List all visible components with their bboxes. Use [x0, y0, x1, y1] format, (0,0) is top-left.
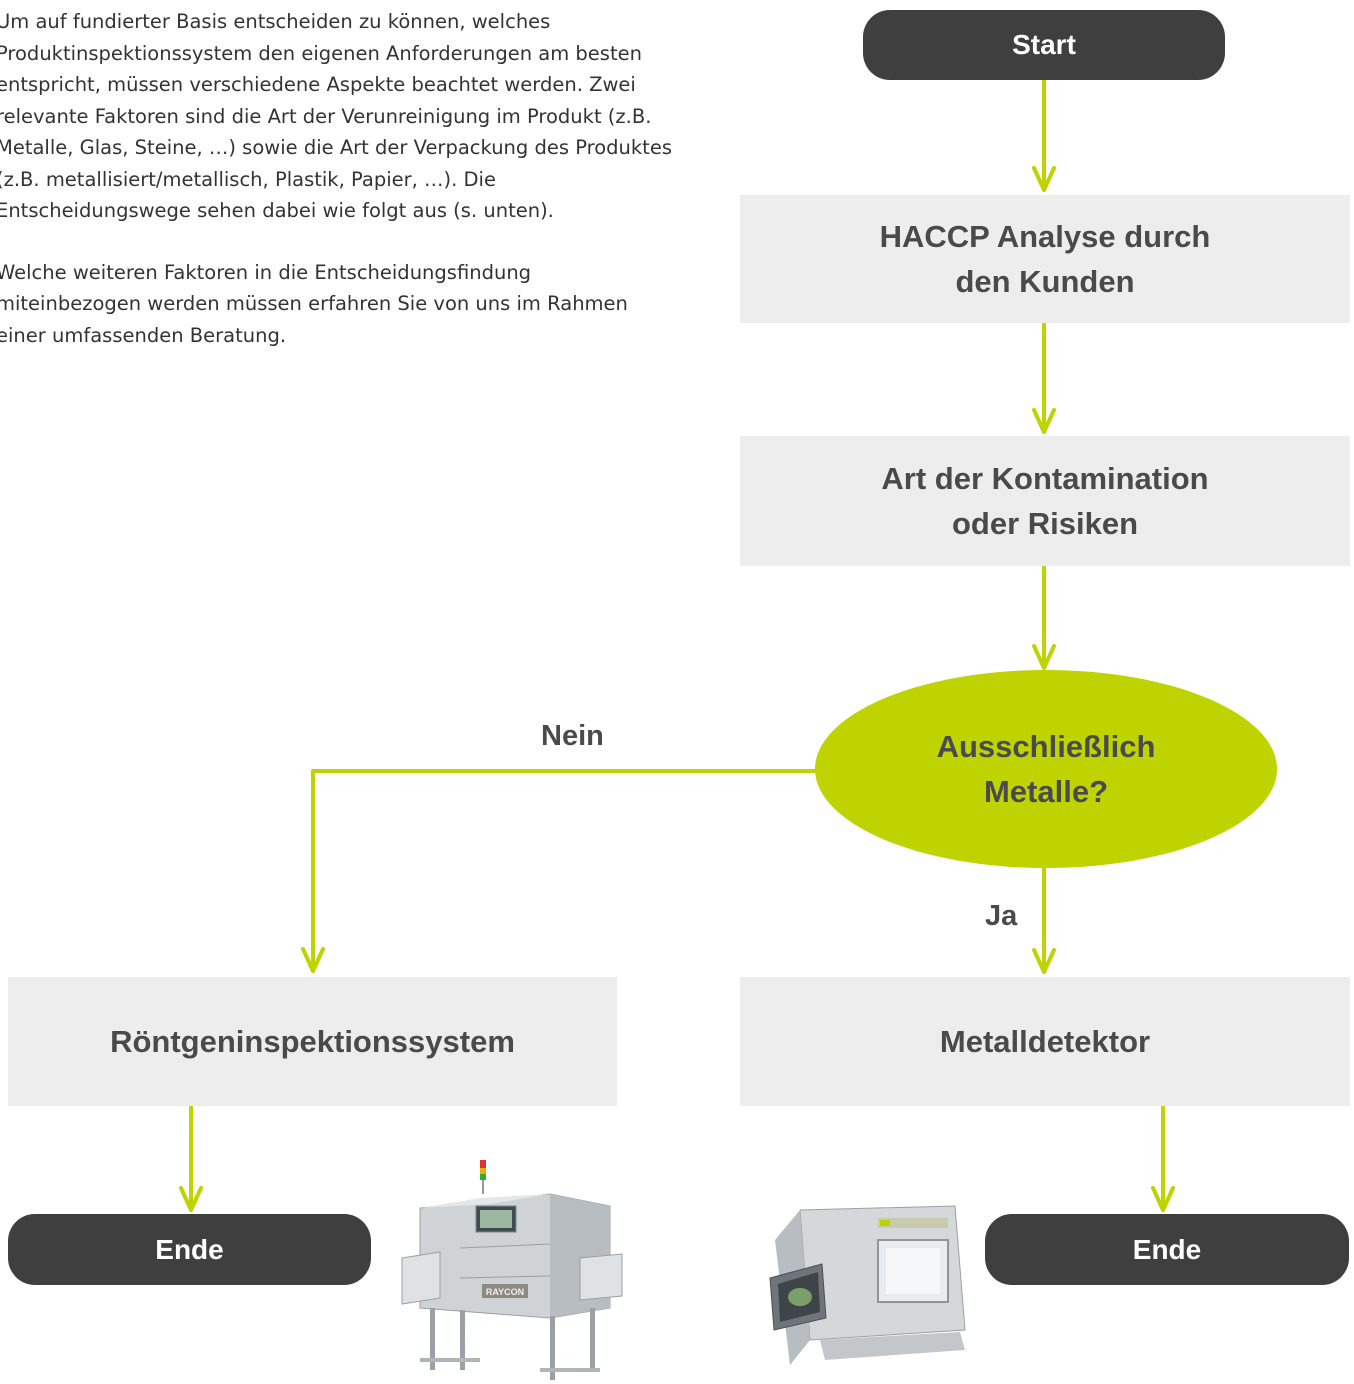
start-node: Start [863, 10, 1225, 80]
decision-node: Ausschließlich Metalle? [815, 670, 1277, 868]
metal-detector-image [769, 1205, 966, 1365]
end-right-label: Ende [1132, 1233, 1202, 1265]
haccp-label-line2: den Kunden [955, 264, 1135, 299]
edge-label-no: Nein [541, 720, 604, 752]
xray-machine-image: RAYCON [401, 1160, 623, 1380]
arrowhead-haccp [1032, 166, 1056, 192]
edge-label-yes: Ja [985, 900, 1018, 932]
kontamination-label-line1: Art der Kontamination [881, 461, 1209, 496]
xray-label: Röntgeninspektionssystem [110, 1024, 515, 1059]
intro-paragraph-1: Um auf fundierter Basis entscheiden zu k… [0, 10, 672, 222]
xray-node: Röntgeninspektionssystem [8, 977, 617, 1106]
kontamination-label-line2: oder Risiken [951, 506, 1139, 541]
arrowhead-end-right [1151, 1186, 1175, 1212]
end-left-label: Ende [155, 1233, 224, 1265]
arrowhead-metal [1032, 948, 1056, 974]
arrowhead-kontamination [1032, 408, 1056, 434]
arrowhead-end-left [179, 1186, 203, 1212]
arrowhead-decision [1032, 644, 1056, 670]
kontamination-node: Art der Kontamination oder Risiken [740, 436, 1350, 566]
end-node-right: Ende [985, 1214, 1349, 1285]
arrowhead-xray [301, 947, 325, 973]
intro-paragraph-2: Welche weiteren Faktoren in die Entschei… [0, 260, 628, 347]
decision-label-line2: Metalle? [983, 774, 1108, 809]
xray-brand-label: RAYCON [486, 1287, 524, 1297]
haccp-node: HACCP Analyse durch den Kunden [740, 195, 1350, 323]
connector-decision-xray [311, 769, 817, 973]
metal-node: Metalldetektor [740, 977, 1350, 1106]
haccp-label-line1: HACCP Analyse durch [879, 219, 1211, 254]
start-label: Start [1012, 29, 1076, 60]
intro-text: Um auf fundierter Basis entscheiden zu k… [0, 6, 676, 381]
end-node-left: Ende [8, 1214, 371, 1285]
decision-label-line1: Ausschließlich [936, 729, 1156, 764]
metal-label: Metalldetektor [939, 1024, 1151, 1059]
